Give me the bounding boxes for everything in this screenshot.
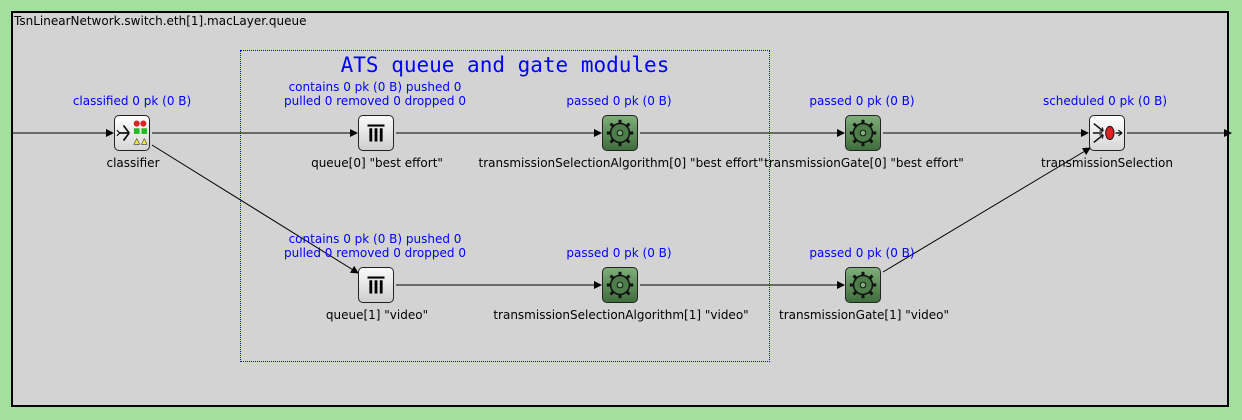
tsa0-name: transmissionSelectionAlgorithm[0] "best …: [478, 156, 764, 170]
scheduler-icon[interactable]: [1089, 115, 1125, 151]
queue0-name: queue[0] "best effort": [311, 156, 443, 170]
queue-icon[interactable]: [358, 267, 394, 303]
classifier-stat: classified 0 pk (0 B): [72, 94, 192, 108]
frame-title: TsnLinearNetwork.switch.eth[1].macLayer.…: [14, 14, 307, 28]
ats-group-title: ATS queue and gate modules: [340, 53, 670, 77]
gear-icon[interactable]: [602, 267, 638, 303]
ats-group-box: [240, 50, 770, 362]
queue0-stat-line2: pulled 0 removed 0 dropped 0: [284, 94, 466, 108]
queue1-stat-line2: pulled 0 removed 0 dropped 0: [284, 246, 466, 260]
module-frame: [11, 11, 1229, 407]
gate1-name: transmissionGate[1] "video": [778, 308, 950, 322]
gate0-name: transmissionGate[0] "best effort": [764, 156, 964, 170]
link-gate1-selection: [882, 147, 1091, 273]
classifier-icon[interactable]: [114, 115, 150, 151]
queue1-stat-line1: contains 0 pk (0 B) pushed 0: [288, 232, 462, 246]
tsa0-stat: passed 0 pk (0 B): [566, 94, 672, 108]
gate0-stat: passed 0 pk (0 B): [809, 94, 915, 108]
gear-icon[interactable]: [602, 115, 638, 151]
gate1-stat: passed 0 pk (0 B): [809, 246, 915, 260]
classifier-name: classifier: [106, 156, 160, 170]
queue0-stat-line1: contains 0 pk (0 B) pushed 0: [288, 80, 462, 94]
selection-stat: scheduled 0 pk (0 B): [1042, 94, 1168, 108]
queue1-name: queue[1] "video": [325, 308, 429, 322]
queue-icon[interactable]: [358, 115, 394, 151]
tsa1-stat: passed 0 pk (0 B): [566, 246, 672, 260]
gear-icon[interactable]: [845, 115, 881, 151]
gear-icon[interactable]: [845, 267, 881, 303]
tsa1-name: transmissionSelectionAlgorithm[1] "video…: [493, 308, 749, 322]
selection-name: transmissionSelection: [1041, 156, 1173, 170]
link-classifier-queue1: [151, 144, 359, 274]
